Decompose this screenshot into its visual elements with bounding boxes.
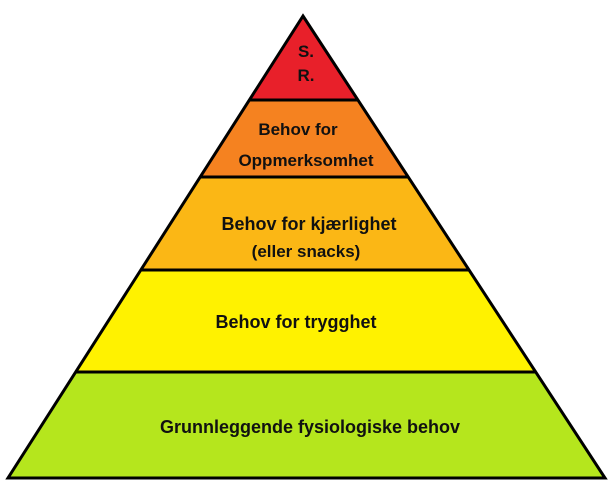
pyramid-level-safety <box>75 270 536 372</box>
pyramid-level-love <box>140 177 470 270</box>
level-label-love-line2: (eller snacks) <box>252 242 361 261</box>
level-label-safety: Behov for trygghet <box>215 312 376 332</box>
level-label-top-line2: R. <box>298 66 315 85</box>
pyramid-level-self-realization <box>249 16 358 100</box>
level-label-attention-line1: Behov for <box>258 120 338 139</box>
level-label-attention-line2: Oppmerksomhet <box>238 151 373 170</box>
level-label-love-line1: Behov for kjærlighet <box>221 214 396 234</box>
level-label-physiological: Grunnleggende fysiologiske behov <box>160 417 460 437</box>
pyramid-level-physiological <box>8 372 605 478</box>
level-label-top-line1: S. <box>298 42 314 61</box>
pyramid-outline <box>5 13 608 480</box>
pyramid-level-attention <box>200 100 409 177</box>
